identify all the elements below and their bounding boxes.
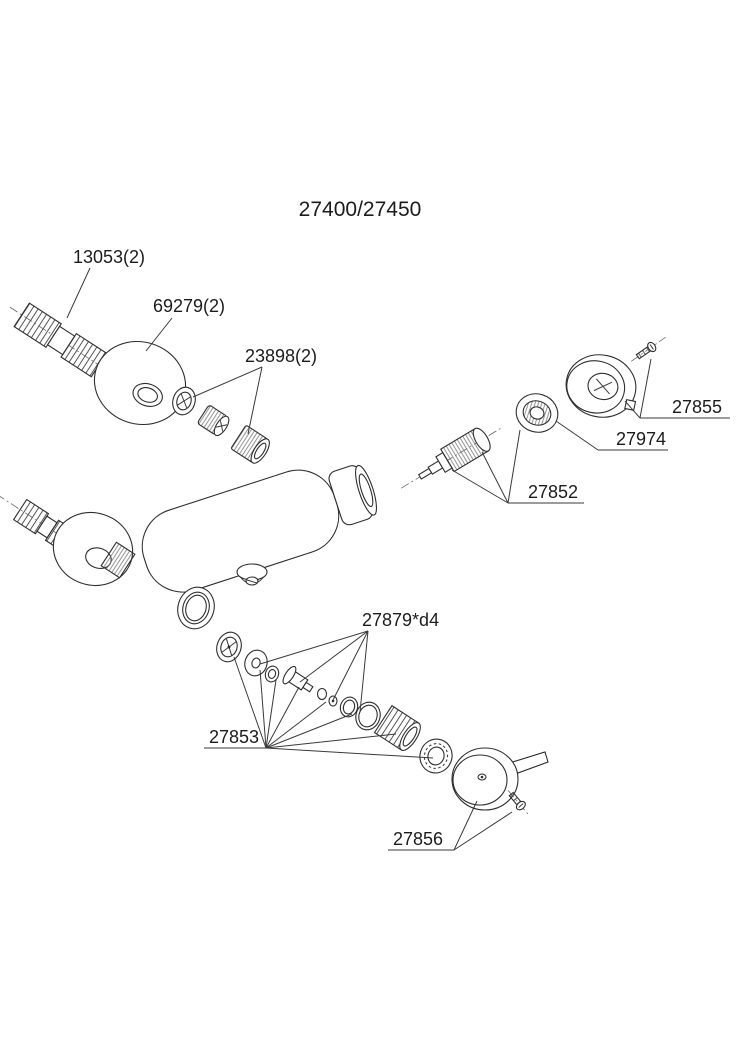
diagram-title: 27400/27450: [299, 198, 422, 221]
leader-27879-a: [259, 630, 369, 665]
leader-27853-e: [265, 701, 327, 749]
leader-27853-h: [265, 747, 434, 759]
leader-69279: [145, 317, 173, 352]
leader-27853-b: [259, 669, 267, 749]
leader-27853-d: [265, 686, 300, 749]
part-drawing-strainer-disc: [216, 631, 242, 663]
part-drawing-cartridge: [400, 427, 501, 489]
leader-27856-b: [453, 811, 513, 851]
part-drawing-bead-1: [316, 687, 328, 701]
leader-lines: [66, 267, 730, 851]
part-drawing-spline-sleeve: [515, 393, 559, 433]
part-label-23898: 23898(2): [245, 346, 317, 366]
part-drawing-cap-screw: [631, 336, 666, 362]
leader-23898-a: [192, 366, 263, 398]
part-drawing-knob-screw: [507, 790, 529, 816]
part-label-27853: 27853: [209, 727, 259, 747]
leader-27853-a: [233, 656, 267, 749]
leader-27855-b: [624, 400, 641, 419]
part-drawing-threaded-adapter: [373, 704, 421, 751]
part-drawing-filter-disc: [172, 386, 196, 416]
part-drawing-escutcheon-top: [93, 340, 187, 426]
part-drawing-handle-cap: [565, 354, 637, 418]
part-drawing-coupling-nut: [231, 425, 270, 464]
leader-27879-b: [299, 630, 369, 683]
part-drawing-faucet-body: [141, 464, 378, 630]
part-drawing-valve-stem: [282, 665, 314, 693]
leader-27853-f: [265, 713, 353, 749]
leader-13053: [66, 267, 91, 319]
leader-27852-a: [451, 469, 509, 504]
leader-27855-a: [639, 358, 652, 419]
leader-27853-g: [265, 733, 397, 749]
leader-27974: [555, 420, 599, 451]
part-label-27852: 27852: [528, 482, 578, 502]
part-drawing-check-valve: [197, 405, 230, 437]
part-drawing-collar: [100, 541, 136, 579]
part-label-27856: 27856: [393, 829, 443, 849]
part-label-69279: 69279(2): [153, 296, 225, 316]
leader-23898-b: [247, 366, 263, 435]
leader-27853-c: [265, 679, 277, 749]
part-drawing-knob: [451, 747, 549, 811]
part-label-27974: 27974: [616, 429, 666, 449]
part-drawing-bead-2: [328, 695, 338, 707]
part-drawing-dome-screw: [236, 563, 268, 586]
part-drawing-wall-nipple-top: [9, 302, 115, 378]
part-drawing-lock-ring: [419, 738, 453, 774]
part-drawing-small-ring: [264, 665, 280, 683]
part-drawing-oring-large: [355, 701, 381, 731]
leader-27856-a: [453, 800, 478, 851]
part-drawing-outlet-port: [177, 586, 215, 630]
part-label-27855: 27855: [672, 397, 722, 417]
leader-27852-b: [481, 451, 509, 504]
part-drawing-washer: [244, 649, 268, 677]
leader-27879-d: [359, 630, 369, 713]
leader-27852-c: [507, 429, 521, 504]
part-label-13053: 13053(2): [73, 247, 145, 267]
leader-27879-c: [332, 630, 369, 701]
part-label-27879: 27879*d4: [362, 610, 439, 630]
